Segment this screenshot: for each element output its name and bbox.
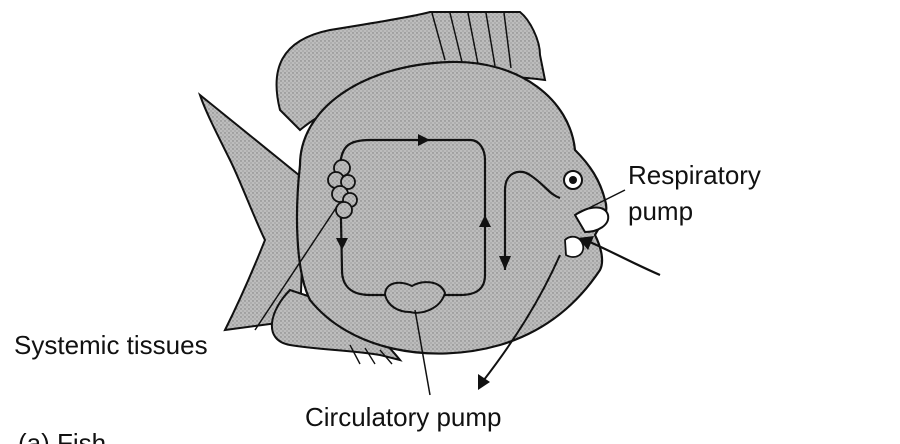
circulatory-pump-label: Circulatory pump	[305, 402, 502, 433]
figure-caption: (a) Fish	[18, 428, 106, 444]
systemic-tissues-label: Systemic tissues	[14, 330, 208, 361]
respiratory-pump-label-line2: pump	[628, 196, 693, 227]
outflow-arrow	[478, 374, 490, 390]
respiratory-pump-label-line1: Respiratory	[628, 160, 761, 191]
